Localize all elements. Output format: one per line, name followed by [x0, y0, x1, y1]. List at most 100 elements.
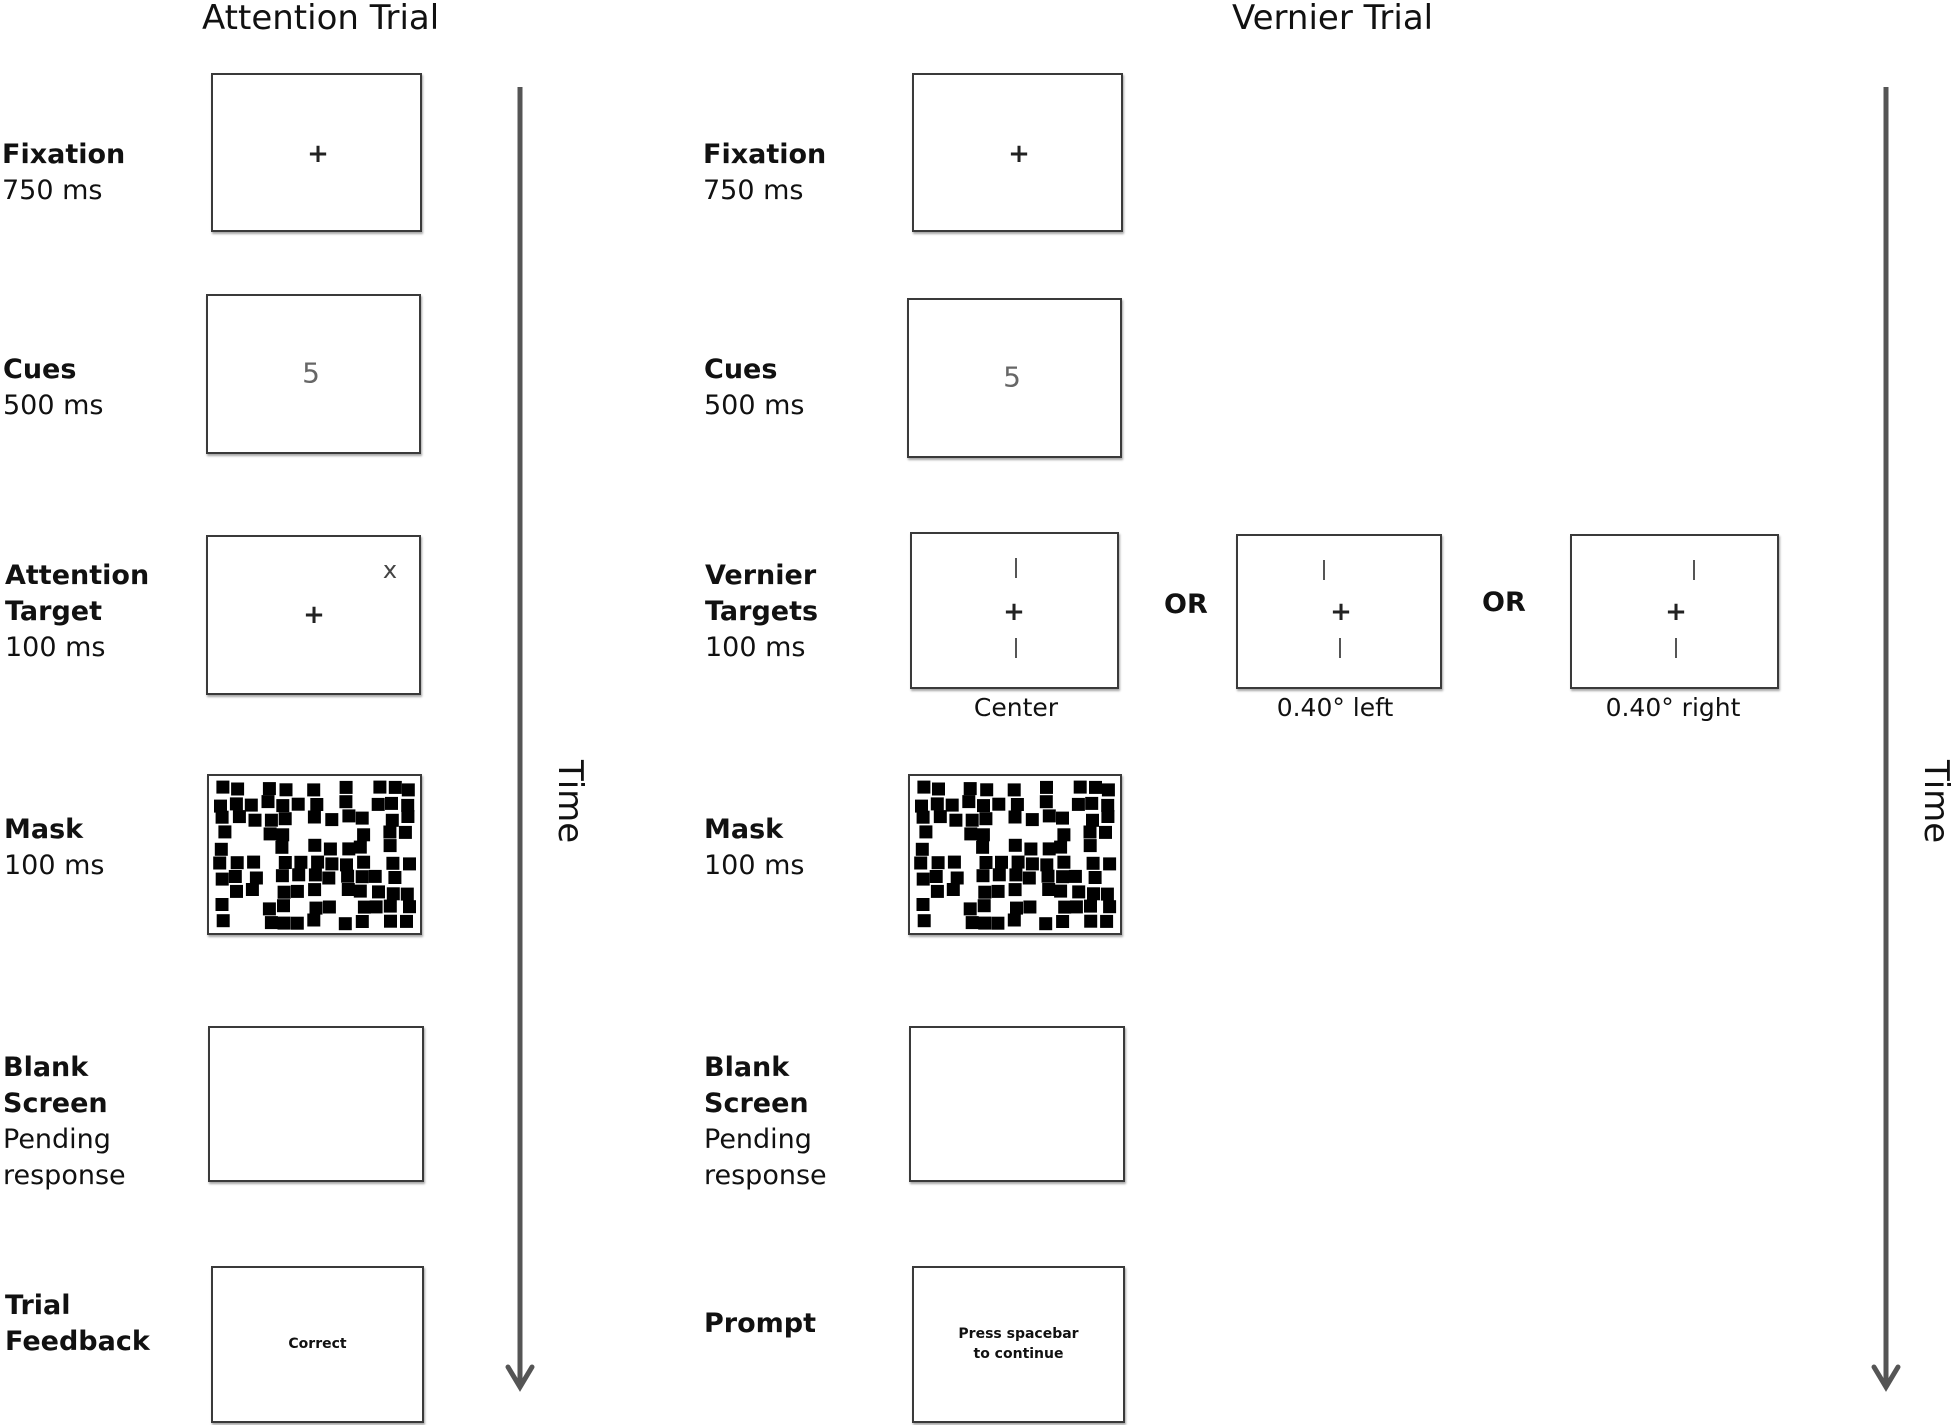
mask-square: [214, 842, 228, 856]
mask-square: [1040, 858, 1054, 872]
stage-name: Blank Screen: [704, 1052, 809, 1119]
mask-square: [309, 901, 323, 915]
mask-square: [991, 884, 1005, 898]
or-label-2: OR: [1482, 587, 1526, 618]
vernier-target-right-screen: +: [1570, 534, 1779, 689]
mask-square: [386, 856, 400, 870]
mask-square: [992, 868, 1006, 882]
stage-name: Vernier Targets: [705, 560, 819, 627]
fixation-cross: +: [303, 600, 325, 630]
mask-square: [1086, 813, 1099, 827]
mask-square: [980, 783, 994, 797]
mask-square: [1054, 884, 1068, 898]
mask-square: [369, 900, 383, 914]
mask-square: [275, 869, 289, 883]
vernier-line-top: [1323, 560, 1325, 580]
noise-mask-pattern: [914, 780, 1117, 931]
mask-square: [964, 827, 978, 841]
stage-name: Cues: [3, 354, 77, 385]
mask-square: [277, 916, 291, 930]
mask-square: [339, 780, 353, 794]
mask-square: [308, 868, 322, 882]
stage-duration: Pending response: [704, 1124, 827, 1191]
mask-square: [1008, 810, 1022, 824]
feedback-text: Correct: [288, 1336, 347, 1352]
mask-square: [292, 868, 306, 882]
mask-square: [1057, 855, 1071, 869]
mask-square: [230, 884, 243, 898]
mask-square: [386, 887, 400, 901]
mask-square: [978, 885, 992, 899]
mask-square: [1010, 901, 1023, 915]
mask-square: [383, 839, 397, 853]
or-label-1: OR: [1164, 589, 1208, 620]
mask-square: [1099, 825, 1112, 839]
mask-square: [976, 869, 990, 883]
time-arrow-right: [1871, 87, 1901, 1392]
time-arrow-left: [505, 87, 535, 1392]
vernier-line-bottom: [1339, 638, 1341, 658]
attention-feedback-screen: Correct: [211, 1266, 424, 1423]
mask-square: [915, 799, 928, 813]
mask-square: [1023, 900, 1037, 914]
vernier-mask-label: Mask 100 ms: [704, 812, 805, 884]
mask-square: [355, 870, 369, 884]
mask-square: [294, 855, 308, 869]
mask-square: [215, 810, 229, 824]
attention-trial-title: Attention Trial: [202, 0, 440, 38]
mask-square: [1054, 840, 1068, 854]
mask-square: [353, 840, 367, 854]
mask-square: [917, 780, 931, 794]
mask-square: [213, 856, 227, 870]
mask-square: [930, 884, 944, 898]
mask-square: [1083, 825, 1097, 839]
mask-square: [1101, 798, 1115, 812]
mask-square: [401, 810, 415, 823]
mask-square: [991, 916, 1005, 930]
mask-square: [916, 872, 930, 886]
mask-square: [342, 842, 356, 856]
attention-target-screen: + x: [206, 535, 421, 695]
mask-square: [1101, 783, 1115, 797]
mask-square: [341, 869, 355, 883]
mask-square: [950, 871, 964, 885]
mask-square: [355, 811, 369, 825]
mask-square: [1073, 780, 1087, 794]
mask-square: [1042, 883, 1056, 896]
mask-square: [1010, 798, 1024, 811]
mask-square: [385, 796, 398, 810]
mask-square: [244, 798, 258, 812]
mask-square: [277, 885, 291, 899]
mask-square: [1024, 842, 1038, 856]
mask-square: [276, 799, 290, 813]
mask-square: [1071, 797, 1085, 811]
vernier-prompt-label: Prompt: [704, 1306, 816, 1342]
caption-left: 0.40° left: [1276, 693, 1394, 722]
mask-square: [307, 783, 321, 797]
mask-square: [1007, 783, 1021, 797]
mask-square: [403, 900, 416, 914]
mask-square: [355, 915, 369, 928]
stage-name: Mask: [4, 814, 84, 845]
attention-mask-label: Mask 100 ms: [4, 812, 105, 884]
vernier-line-top: [1015, 558, 1017, 578]
mask-square: [1103, 857, 1117, 871]
stage-duration: Pending response: [3, 1124, 126, 1191]
mask-square: [290, 884, 304, 898]
mask-square: [216, 780, 230, 794]
vernier-fixation-screen: +: [912, 73, 1123, 232]
mask-square: [919, 825, 933, 839]
attention-fixation-label: Fixation 750 ms: [2, 137, 125, 209]
stage-duration: 500 ms: [3, 390, 104, 421]
mask-square: [965, 916, 979, 930]
mask-square: [215, 898, 229, 911]
mask-square: [1100, 914, 1114, 928]
mask-square: [310, 798, 324, 811]
mask-square: [1008, 838, 1022, 852]
attention-blank-label: Blank Screen Pending response: [3, 1050, 183, 1194]
fixation-cross: +: [1665, 597, 1687, 627]
attention-feedback-label: Trial Feedback: [5, 1288, 150, 1360]
mask-square: [357, 855, 371, 869]
vernier-blank-screen: [909, 1026, 1125, 1182]
caption-center: Center: [973, 693, 1059, 722]
